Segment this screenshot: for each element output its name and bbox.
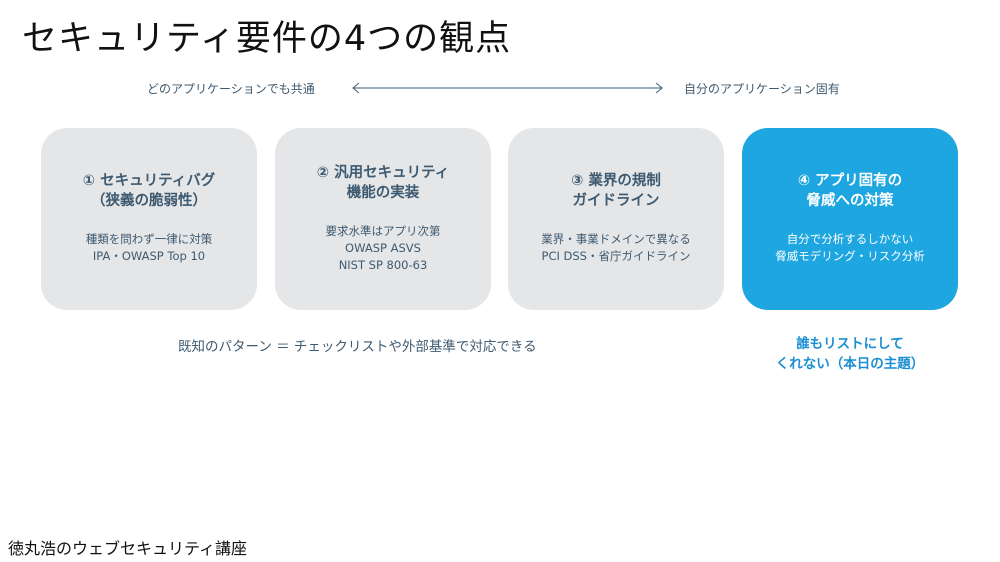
main-topic-callout: 誰もリストにして くれない（本日の主題） <box>775 336 925 372</box>
double-arrow-icon <box>352 82 663 94</box>
card-industry-regulations: ③ 業界の規制 ガイドライン 業界・事業ドメインで異なる PCI DSS・省庁ガ… <box>508 128 724 310</box>
course-name: 徳丸浩のウェブセキュリティ講座 <box>8 539 248 558</box>
card-description: 自分で分析するしかない 脅威モデリング・リスク分析 <box>775 232 925 263</box>
card-description: 種類を問わず一律に対策 IPA・OWASP Top 10 <box>85 232 213 263</box>
slide-title: セキュリティ要件の4つの観点 <box>22 19 512 59</box>
card-generic-security-features: ② 汎用セキュリティ 機能の実装 要求水準はアプリ次第 OWASP ASVS N… <box>275 128 491 310</box>
card-title: ③ 業界の規制 ガイドライン <box>571 173 661 209</box>
card-app-specific-threats: ④ アプリ固有の 脅威への対策 自分で分析するしかない 脅威モデリング・リスク分… <box>742 128 958 310</box>
card-title: ② 汎用セキュリティ 機能の実装 <box>316 165 450 201</box>
card-description: 要求水準はアプリ次第 OWASP ASVS NIST SP 800-63 <box>325 224 441 272</box>
card-description: 業界・事業ドメインで異なる PCI DSS・省庁ガイドライン <box>541 232 691 263</box>
card-title: ① セキュリティバグ （狭義の脆弱性） <box>82 173 216 209</box>
scope-label-specific: 自分のアプリケーション固有 <box>684 82 840 96</box>
scope-label-common: どのアプリケーションでも共通 <box>147 82 315 96</box>
card-security-bugs: ① セキュリティバグ （狭義の脆弱性） 種類を問わず一律に対策 IPA・OWAS… <box>41 128 257 310</box>
card-title: ④ アプリ固有の 脅威への対策 <box>797 173 903 209</box>
known-patterns-note: 既知のパターン ＝ チェックリストや外部基準で対応できる <box>178 339 537 355</box>
